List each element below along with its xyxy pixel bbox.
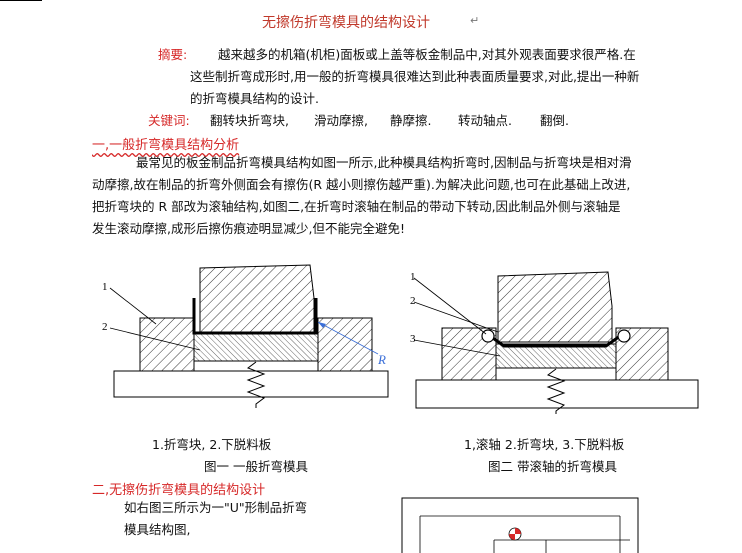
fig2-bending-block-shape	[497, 271, 613, 343]
fig1-callout-2: 2	[102, 321, 108, 333]
abstract-line-3: 的折弯模具结构的设计.	[190, 91, 319, 106]
section1-heading: 一,一般折弯模具结构分析	[92, 138, 240, 153]
spring-shape	[246, 361, 266, 408]
fig1-callout-r: R	[377, 352, 386, 367]
paragraph-mark-icon: ↵	[470, 14, 480, 27]
keywords-label: 关键词:	[148, 113, 190, 128]
keyword-4: 转动轴点.	[458, 113, 512, 128]
fig2-caption: 图二 带滚轴的折弯模具	[488, 459, 617, 474]
figure-3-diagram-partial	[401, 497, 639, 553]
keyword-5: 翻倒.	[540, 113, 569, 128]
page-corner-mark	[0, 0, 42, 4]
section1-line-4: 发生滚动摩擦,成形后擦伤痕迹明显减少,但不能完全避免!	[92, 221, 405, 236]
abstract-label: 摘要:	[158, 47, 188, 62]
section2-line-1: 如右图三所示为一"U"形制品折弯	[124, 500, 308, 515]
fig2-callout-1: 1	[410, 271, 416, 283]
fig2-legend: 1,滚轴 2.折弯块, 3.下脱料板	[464, 437, 625, 452]
fig2-stripper-plate-shape	[495, 343, 617, 369]
fig2-spring-shape	[546, 368, 566, 414]
section1-line-3: 把折弯块的 R 部改为滚轴结构,如图二,在折弯时滚轴在制品的带动下转动,因此制品…	[92, 199, 621, 214]
fig2-base-plate-shape	[415, 379, 699, 409]
u-sheet-shape	[192, 298, 318, 335]
section2-line-2: 模具结构图,	[124, 522, 191, 537]
fig1-callout-1: 1	[102, 281, 108, 293]
section1-line-1: 最常见的板金制品折弯模具结构如图一所示,此种模具结构折弯时,因制品与折弯块是相对…	[136, 155, 632, 170]
document-title: 无擦伤折弯模具的结构设计	[262, 15, 430, 31]
roller-right-shape	[617, 329, 631, 343]
section1-line-2: 动摩擦,故在制品的折弯外侧面会有擦伤(R 越小则擦伤越严重).为解决此问题,也可…	[92, 177, 631, 192]
abstract-line-1: 越来越多的机箱(机柜)面板或上盖等板金制品中,对其外观表面要求很严格.在	[218, 47, 636, 62]
bending-block-shape	[199, 264, 315, 334]
stripper-plate-shape	[193, 333, 319, 362]
fig2-callout-3: 3	[410, 333, 416, 345]
figure-2-diagram: 1 2 3	[410, 271, 699, 414]
fig2-callout-2: 2	[410, 295, 416, 307]
fig2-u-sheet-shape	[489, 334, 621, 348]
left-die-shape	[139, 317, 195, 372]
keyword-2: 滑动摩擦,	[314, 113, 368, 128]
fig1-caption: 图一 一般折弯模具	[204, 459, 308, 474]
section2-heading: 二,无擦伤折弯模具的结构设计	[92, 483, 266, 498]
figure-1-diagram: 1 2 R	[102, 264, 389, 408]
abstract-line-2: 这些制折弯成形时,用一般的折弯模具很难达到此种表面质量要求,对此,提出一种新	[190, 69, 640, 84]
keyword-3: 静摩擦.	[390, 113, 432, 128]
keyword-1: 翻转块折弯块,	[210, 113, 289, 128]
fig1-legend: 1.折弯块, 2.下脱料板	[152, 437, 272, 452]
center-mark-icon	[508, 527, 522, 541]
